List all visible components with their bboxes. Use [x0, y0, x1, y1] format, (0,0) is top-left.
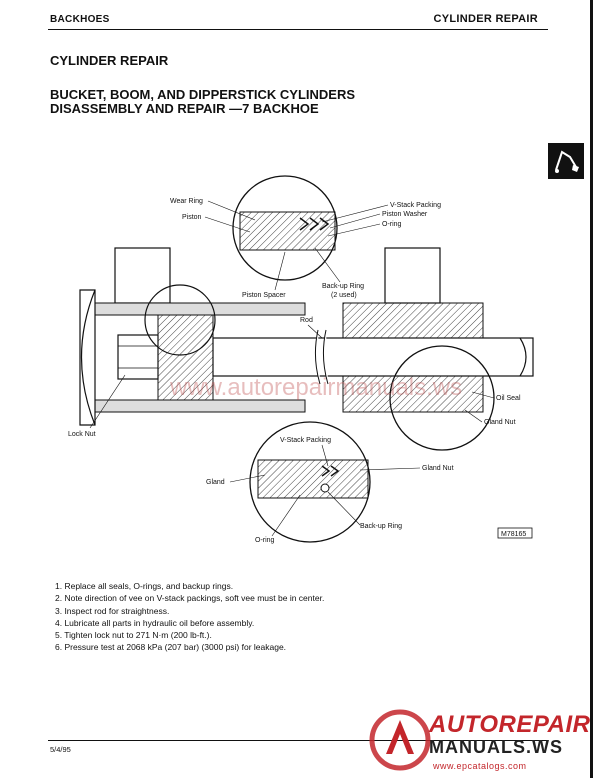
instruction-list: 1. Replace all seals, O-rings, and backu… [55, 580, 324, 654]
label-gland-nut-bottom: Gland Nut [422, 465, 454, 472]
header-divider [48, 29, 548, 30]
watermark: www.autorepairmanuals.ws [169, 374, 462, 401]
main-title-line2: DISASSEMBLY AND REPAIR —7 BACKHOE [50, 101, 319, 116]
label-back-up-ring-bottom: Back-up Ring [360, 523, 402, 530]
figure-id: M78165 [501, 531, 526, 538]
logo-url: www.epcatalogs.com [433, 761, 527, 771]
instruction-step: 6. Pressure test at 2068 kPa (207 bar) (… [55, 642, 287, 653]
instruction-step: 5. Tighten lock nut to 271 N·m (200 lb-f… [55, 630, 212, 641]
label-oil-seal: Oil Seal [496, 395, 521, 402]
header-left: BACKHOES [50, 14, 110, 25]
label-wear-ring: Wear Ring [170, 198, 203, 205]
label-back-up-ring-top: Back-up Ring [322, 283, 364, 290]
label-piston: Piston [182, 214, 202, 221]
logo-line1: AUTOREPAIR [429, 711, 591, 738]
label-gland-nut-right: Gland Nut [484, 419, 516, 426]
label-o-ring-bottom: O-ring [255, 537, 275, 544]
instruction-step: 3. Inspect rod for straightness. [55, 605, 170, 616]
label-two-used: (2 used) [331, 292, 357, 299]
label-v-stack-packing-top: V-Stack Packing [390, 202, 441, 209]
cylinder-diagram: www.autorepairmanuals.ws Wear Ring Pisto… [68, 175, 534, 544]
logo-line2: MANUALS.WS [429, 737, 563, 757]
label-rod: Rod [300, 317, 313, 324]
main-title: BUCKET, BOOM, AND DIPPERSTICK CYLINDERS … [50, 88, 355, 116]
autorepair-logo-mark [369, 709, 431, 771]
instruction-step: 1. Replace all seals, O-rings, and backu… [55, 581, 234, 591]
instruction-step: 2. Note direction of vee on V-stack pack… [55, 593, 325, 604]
main-title-line1: BUCKET, BOOM, AND DIPPERSTICK CYLINDERS [50, 87, 356, 102]
label-lock-nut: Lock Nut [68, 431, 96, 438]
footer-date: 5/4/95 [50, 745, 71, 754]
footer-divider [48, 740, 548, 741]
backhoe-tab-icon [548, 143, 584, 179]
label-o-ring-top: O-ring [382, 221, 402, 228]
instruction-step: 4. Lubricate all parts in hydraulic oil … [55, 617, 255, 628]
section-title: CYLINDER REPAIR [50, 53, 169, 68]
backhoe-icon [555, 150, 579, 173]
label-piston-washer: Piston Washer [382, 211, 428, 218]
label-v-stack-packing-bottom: V-Stack Packing [280, 437, 331, 444]
label-gland: Gland [206, 479, 225, 486]
header-right: CYLINDER REPAIR [433, 13, 538, 25]
label-piston-spacer: Piston Spacer [242, 292, 286, 299]
page-edge-bar [590, 0, 593, 778]
